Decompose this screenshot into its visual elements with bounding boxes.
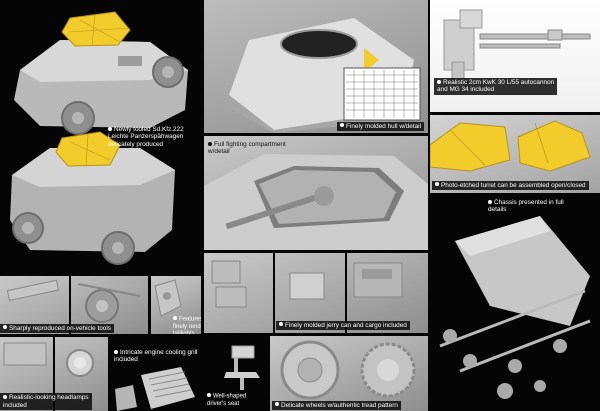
caption-main-vehicle: Newly tooled Sd.Kfz.222 Leichte Panzersp… xyxy=(108,126,198,148)
drivers-seat-model-render xyxy=(224,345,260,390)
caption-wheels: Delicate wheels w/authentic tread patter… xyxy=(275,402,398,409)
fighting-compartment-model-render xyxy=(204,154,428,250)
panel-taillights: Features finely rendered taillights xyxy=(151,276,201,334)
tools-model-render xyxy=(6,276,141,334)
taillight-model-render xyxy=(154,279,182,317)
headlamp-model-render xyxy=(3,337,94,411)
panel-jerry-can: Finely molded jerry can and cargo includ… xyxy=(204,253,428,333)
caption-autocannon: Realistic 2cm KwK 30 L/55 autocannon and… xyxy=(437,79,555,94)
hull-model-render xyxy=(224,18,421,133)
panel-headlamps: Realistic-looking headlamps included xyxy=(0,337,108,411)
caption-headlamps: Realistic-looking headlamps included xyxy=(3,394,89,409)
panel-main-vehicle: Newly tooled Sd.Kfz.222 Leichte Panzersp… xyxy=(0,0,198,272)
turret-model-render xyxy=(430,120,591,172)
caption-turret: Photo-etched turret can be assembled ope… xyxy=(435,182,586,189)
caption-hull: Finely molded hull w/detail xyxy=(340,123,421,130)
sdkfz222-model-render xyxy=(10,11,188,265)
caption-engine-grill: Intricate engine cooling grill included xyxy=(114,349,201,364)
panel-hull: Finely molded hull w/detail xyxy=(204,0,428,133)
autocannon-model-render xyxy=(443,9,591,81)
panel-autocannon: Realistic 2cm KwK 30 L/55 autocannon and… xyxy=(430,0,600,112)
panel-engine-grill: Intricate engine cooling grill included xyxy=(111,337,201,411)
caption-chassis: Chassis presented in full details xyxy=(488,199,564,214)
wheels-model-render xyxy=(280,340,416,400)
panel-fighting-compartment: Full fighting compartment w/detail xyxy=(204,136,428,250)
engine-grill-model-render xyxy=(115,367,195,411)
jerry-can-model-render xyxy=(211,253,403,333)
caption-tools: Sharply reproduced on-vehicle tools xyxy=(3,325,111,332)
caption-fighting-compartment: Full fighting compartment w/detail xyxy=(208,141,286,156)
panel-drivers-seat: Well-shaped driver's seat xyxy=(204,336,268,411)
panel-chassis: Chassis presented in full details xyxy=(430,196,600,411)
caption-jerry-can: Finely molded jerry can and cargo includ… xyxy=(279,322,407,329)
chassis-model-render xyxy=(439,216,591,399)
panel-turret: Photo-etched turret can be assembled ope… xyxy=(430,115,600,193)
panel-wheels: Delicate wheels w/authentic tread patter… xyxy=(270,336,428,411)
hull-detail-inset xyxy=(343,67,421,121)
caption-taillights: Features finely rendered taillights xyxy=(173,316,201,335)
caption-drivers-seat: Well-shaped driver's seat xyxy=(207,393,247,407)
panel-tools: Sharply reproduced on-vehicle tools xyxy=(0,276,148,334)
